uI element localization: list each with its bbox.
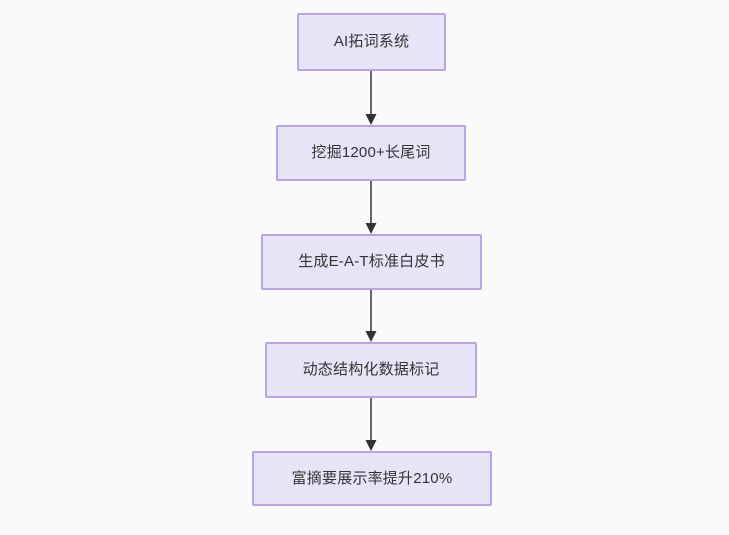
flow-node-label: 生成E-A-T标准白皮书 — [298, 253, 445, 270]
flow-node-rich-snippet-impression-lift[interactable]: 富摘要展示率提升210% — [252, 451, 492, 506]
flow-edge-n3-n4 — [359, 398, 383, 451]
flow-edge-n1-n2 — [359, 181, 383, 234]
flow-node-label: 挖掘1200+长尾词 — [311, 144, 431, 161]
flow-node-generate-eat-whitepaper[interactable]: 生成E-A-T标准白皮书 — [261, 234, 482, 290]
flow-node-label: 动态结构化数据标记 — [302, 361, 440, 378]
flow-node-label: AI拓词系统 — [333, 33, 410, 50]
flow-node-dynamic-structured-data-markup[interactable]: 动态结构化数据标记 — [265, 342, 477, 398]
flow-edge-n0-n1 — [359, 71, 383, 125]
flow-node-label: 富摘要展示率提升210% — [291, 469, 453, 487]
flow-edge-n2-n3 — [359, 290, 383, 342]
flow-node-ai-keyword-system[interactable]: AI拓词系统 — [297, 13, 446, 71]
flow-node-mine-longtail-keywords[interactable]: 挖掘1200+长尾词 — [276, 125, 466, 181]
